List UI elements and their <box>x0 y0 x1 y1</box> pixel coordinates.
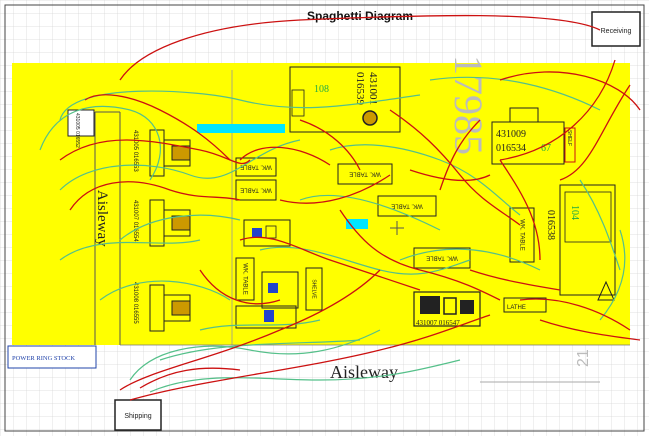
machine-104-label: 104 <box>569 205 580 220</box>
shipping-label: Shipping <box>124 413 151 420</box>
machine-67-id-a: 431009 <box>496 129 526 140</box>
machine-108-id-a: 431001 <box>367 72 379 105</box>
machine-67-tag: SHELF <box>566 130 572 146</box>
wk-table-7-label: WK. TABLE <box>241 263 247 294</box>
wk-table-3-label: WK. TABLE <box>240 186 271 192</box>
bottom-machine-id: 431007 016547 <box>416 319 460 327</box>
wall-tag-label: 431005 016552 <box>74 113 80 148</box>
machine-104-id: 016538 <box>545 210 556 240</box>
receiving-label: Receiving <box>601 28 632 35</box>
machine-108-id-b: 016539 <box>354 72 366 106</box>
vertical-number-mark: 17985 <box>446 55 491 155</box>
machine-67-id-b: 016534 <box>496 143 526 154</box>
left-machine-1-id: 431005 016553 <box>132 130 138 172</box>
wall-tag-box <box>68 110 94 136</box>
wk-table-4-label: WK. TABLE <box>391 202 422 208</box>
aisleway-left-label: Aisleway <box>94 190 110 247</box>
wk-table-5-label: WK. TABLE <box>426 254 457 260</box>
wk-table-1-label: WK. TABLE <box>349 170 380 176</box>
cyan-bar-top <box>197 124 285 133</box>
shelve-label: SHELVE <box>311 279 317 299</box>
ruler-mark: 21 <box>575 349 592 367</box>
left-machine-3-id: 431008 016555 <box>132 282 138 324</box>
power-ring-stock-label: POWER RING STOCK <box>12 355 75 362</box>
lathe-label: LATHE <box>507 305 526 311</box>
machine-108-label: 108 <box>314 84 329 95</box>
left-machine-2-id: 431007 016554 <box>132 200 138 242</box>
